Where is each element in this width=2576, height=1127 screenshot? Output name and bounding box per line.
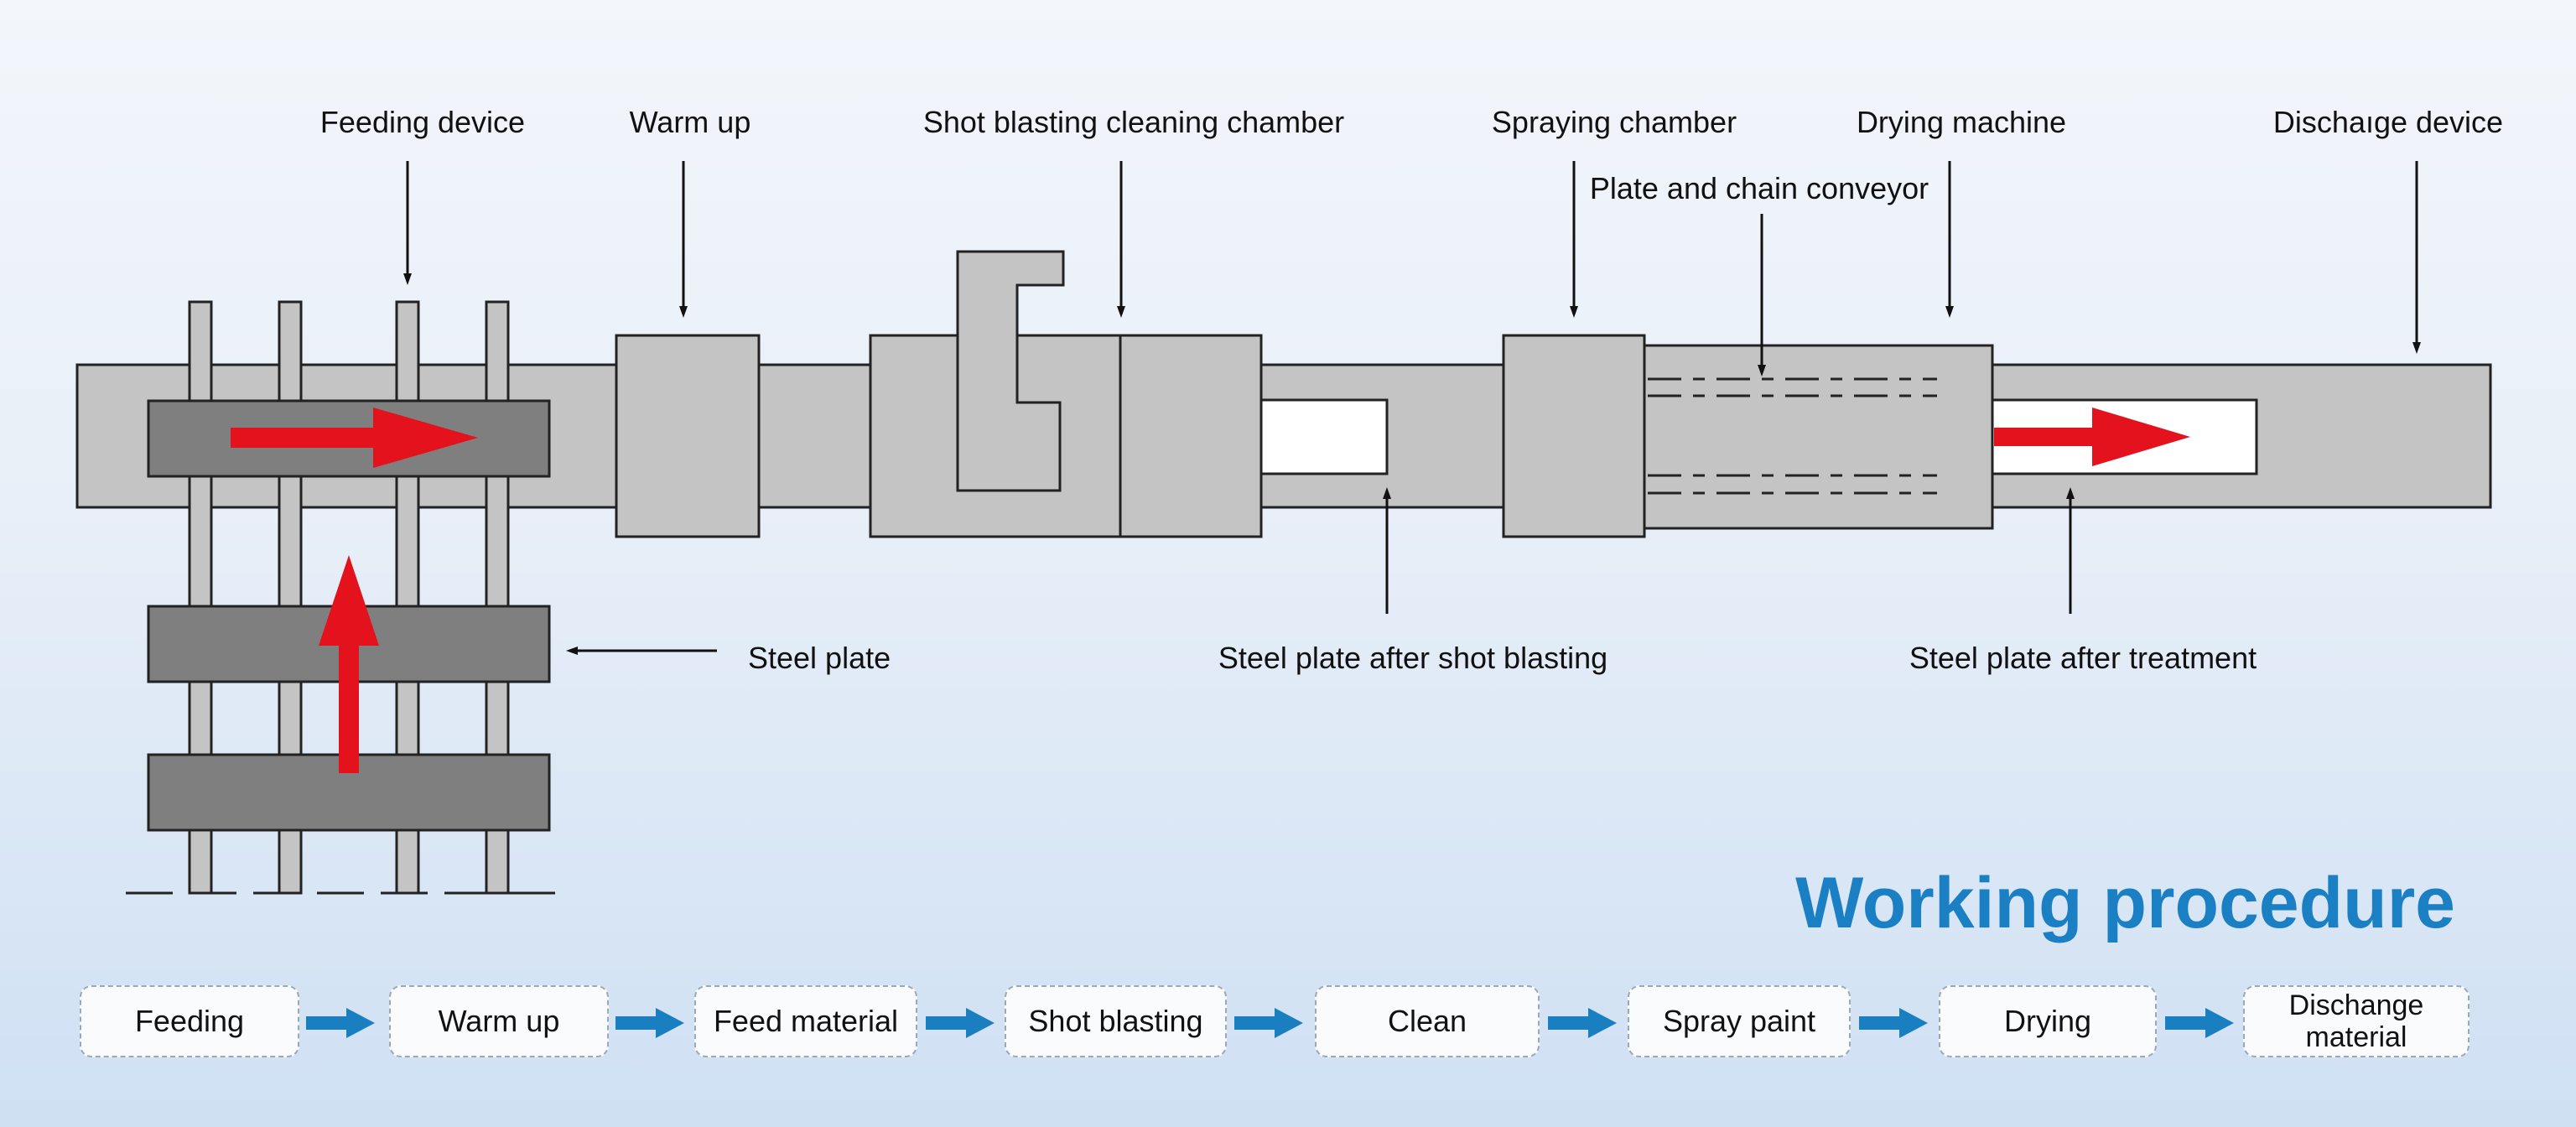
label-shot-blasting-chamber: Shot blasting cleaning chamber xyxy=(923,105,1344,139)
flow-arrow-right-icon xyxy=(926,1008,995,1038)
red-arrow-up-icon xyxy=(319,555,379,773)
flow-arrow-right-icon xyxy=(2165,1008,2234,1038)
step-warm-up: Warm up xyxy=(389,985,609,1057)
callout-labels: Feeding device Warm up Shot blasting cle… xyxy=(320,105,2503,675)
label-warm-up: Warm up xyxy=(630,105,751,139)
material-flow-arrows xyxy=(231,408,2190,773)
callout-arrows xyxy=(403,161,2421,655)
production-line xyxy=(75,250,2492,895)
red-arrow-right-icon xyxy=(231,408,478,468)
step-spray-paint: Spray paint xyxy=(1628,985,1851,1057)
step-feed-material: Feed material xyxy=(694,985,917,1057)
label-feeding-device: Feeding device xyxy=(320,105,525,139)
red-arrow-right-icon xyxy=(1994,408,2190,466)
label-plate-and-chain-conveyor: Plate and chain conveyor xyxy=(1590,171,1929,205)
chain-conveyor-lines xyxy=(1648,377,1937,495)
label-drying-machine: Drying machine xyxy=(1857,105,2066,139)
flow-arrow-right-icon xyxy=(1548,1008,1617,1038)
flow-arrow-right-icon xyxy=(306,1008,375,1038)
step-feeding: Feeding xyxy=(80,985,299,1057)
working-procedure-title: Working procedure xyxy=(1795,863,2455,943)
flow-arrow-right-icon xyxy=(1859,1008,1928,1038)
label-discharge-device: Dischaıge device xyxy=(2273,105,2503,139)
label-steel-plate: Steel plate xyxy=(748,641,891,675)
plate-after-shot-blasting xyxy=(1259,398,1389,475)
spraying-chamber xyxy=(1502,334,1646,538)
step-discharge-material: Dischange material xyxy=(2243,985,2470,1057)
flow-arrow-right-icon xyxy=(615,1008,684,1038)
flow-arrow-right-icon xyxy=(1234,1008,1303,1038)
label-steel-plate-after-treatment: Steel plate after treatment xyxy=(1909,641,2257,675)
label-spraying-chamber: Spraying chamber xyxy=(1492,105,1737,139)
step-shot-blasting: Shot blasting xyxy=(1005,985,1227,1057)
step-drying: Drying xyxy=(1939,985,2157,1057)
drying-machine xyxy=(1643,344,1994,530)
label-steel-plate-after-shot-blasting: Steel plate after shot blasting xyxy=(1218,641,1607,675)
step-clean: Clean xyxy=(1315,985,1540,1057)
warm-up-chamber xyxy=(615,334,761,538)
shot-blasting-hopper xyxy=(956,250,1065,492)
shot-blasting-chamber-right xyxy=(1119,334,1263,538)
